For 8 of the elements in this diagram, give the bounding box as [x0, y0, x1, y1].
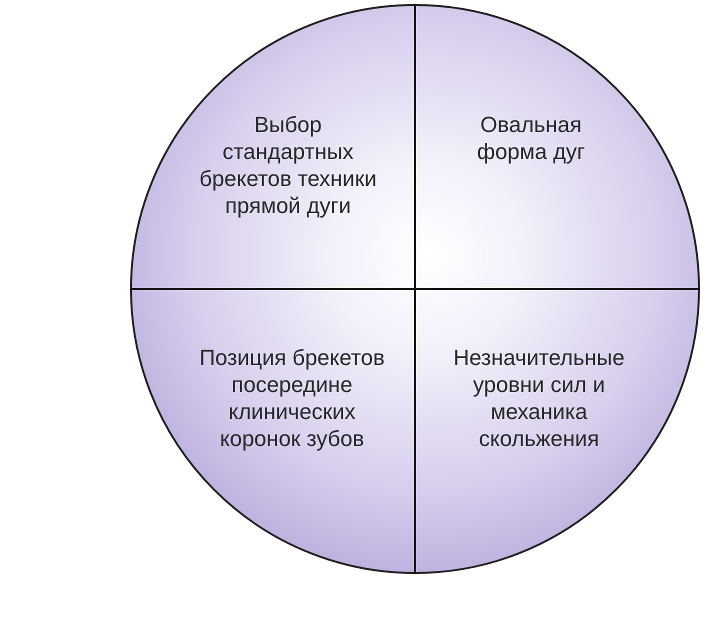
circle-quadrant	[130, 4, 415, 289]
circle-quadrant	[415, 289, 700, 574]
circle-quadrant	[415, 4, 700, 289]
quadrant-text: Позиция брекетов посередине клинических коронок зубов	[198, 344, 386, 452]
quadrant-text: Овальная форма дуг	[476, 111, 586, 165]
circle-quadrant	[130, 289, 415, 574]
quadrant-text: Выбор стандартных брекетов техники прямой дуги	[198, 111, 378, 219]
quadrant-text: Незначительные уровни сил и механика скольжения	[452, 344, 626, 452]
